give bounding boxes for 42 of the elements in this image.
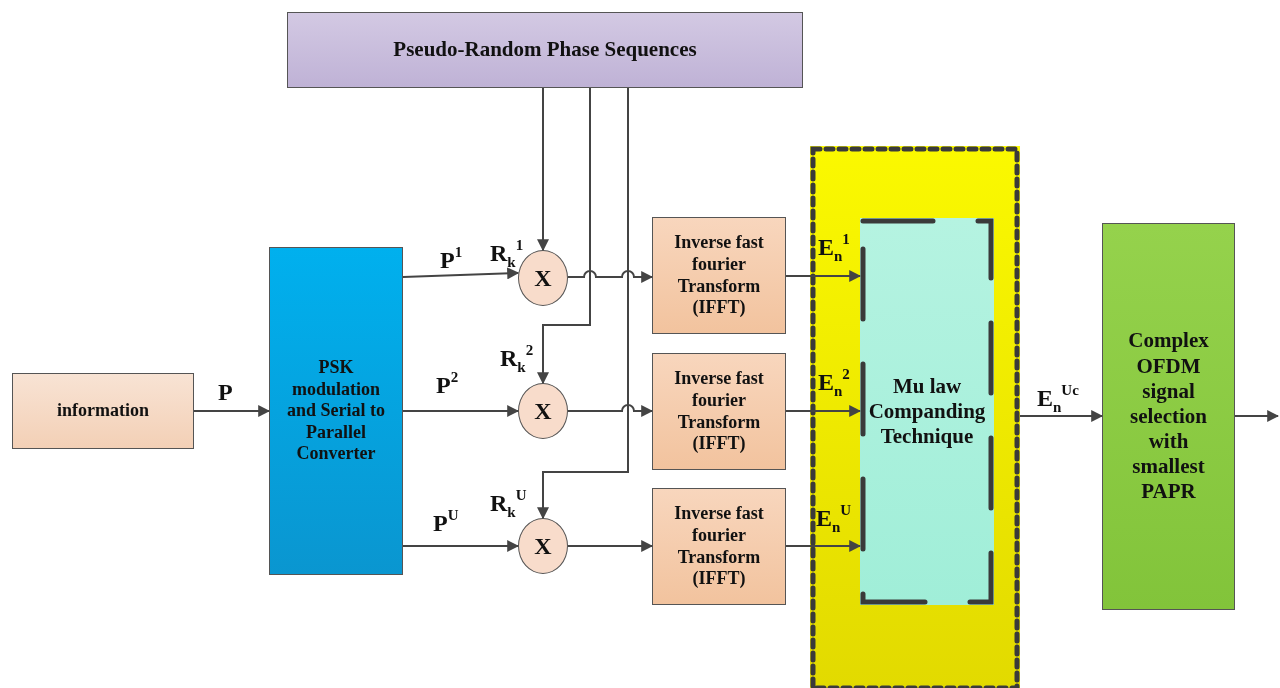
box-label: Inverse fast fourier Transform (IFFT) bbox=[673, 232, 765, 319]
arrow bbox=[567, 270, 654, 283]
arrow bbox=[537, 87, 591, 385]
multiply-sign: X bbox=[533, 531, 553, 561]
edge-label: P bbox=[218, 380, 233, 404]
arrow bbox=[402, 540, 520, 552]
process-box bbox=[652, 488, 786, 605]
process-box bbox=[12, 373, 194, 449]
box-label: Inverse fast fourier Transform (IFFT) bbox=[673, 503, 765, 590]
arrow bbox=[402, 405, 520, 417]
multiply-sign: X bbox=[533, 396, 553, 426]
box-label: Mu law Companding Technique bbox=[867, 373, 987, 450]
arrow bbox=[1019, 410, 1104, 422]
edge-label: P$^{U}$ bbox=[433, 508, 459, 535]
process-box bbox=[860, 218, 994, 605]
box-label: Inverse fast fourier Transform (IFFT) bbox=[673, 368, 765, 455]
arrow bbox=[785, 405, 862, 417]
process-box bbox=[1102, 223, 1235, 610]
edge-label: P$^{2}$ bbox=[436, 370, 459, 397]
process-box bbox=[269, 247, 403, 575]
dashed-region bbox=[810, 146, 1020, 688]
process-box bbox=[652, 353, 786, 470]
arrow bbox=[193, 405, 271, 417]
process-box bbox=[652, 217, 786, 334]
arrow bbox=[785, 540, 862, 552]
box-label: Complex OFDM signal selection with smallest PAPR bbox=[1127, 328, 1210, 505]
box-label: PSK modulation and Serial to Parallel Converter bbox=[286, 357, 386, 465]
arrow bbox=[1234, 410, 1280, 422]
arrow bbox=[785, 270, 862, 282]
arrow bbox=[537, 87, 629, 520]
edge-label: P$^{1}$ bbox=[440, 245, 463, 272]
process-box bbox=[287, 12, 803, 88]
arrow bbox=[402, 267, 520, 280]
multiplier-circle bbox=[518, 383, 568, 439]
multiply-sign: X bbox=[533, 263, 553, 293]
box-label: Pseudo-Random Phase Sequences bbox=[392, 37, 698, 63]
arrow bbox=[537, 87, 549, 252]
box-label: information bbox=[56, 400, 150, 422]
multiplier-circle bbox=[518, 250, 568, 306]
multiplier-circle bbox=[518, 518, 568, 574]
arrow bbox=[567, 404, 654, 417]
arrow bbox=[567, 540, 654, 552]
